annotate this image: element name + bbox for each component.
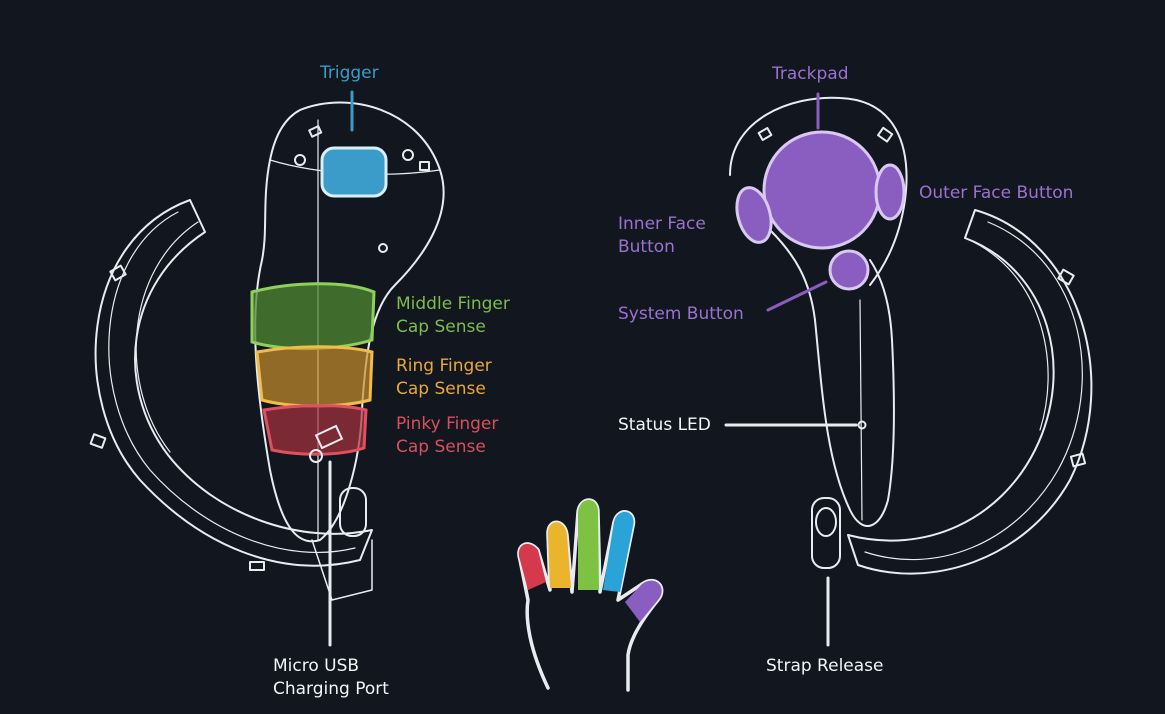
trackpad-label: Trackpad	[772, 64, 849, 84]
leader-lines	[328, 90, 858, 647]
right-handle	[769, 229, 895, 527]
right-head	[729, 96, 908, 286]
pinky-finger-label: Pinky Finger Cap Sense	[396, 414, 499, 457]
trackpad-region	[762, 130, 882, 250]
right-controller	[729, 96, 1093, 575]
status-led-icon	[857, 420, 867, 430]
strap-release-label: Strap Release	[766, 656, 884, 676]
outer-face-button-label: Outer Face Button	[919, 183, 1074, 203]
system-button-label: System Button	[618, 304, 744, 324]
colored-regions	[250, 130, 906, 622]
pinky-finger-region	[262, 404, 368, 456]
middle-finger-label: Middle Finger Cap Sense	[396, 294, 510, 337]
system-button-region	[828, 249, 870, 291]
ring-finger-region	[255, 345, 374, 408]
middle-finger-region	[250, 282, 376, 351]
trigger-label: Trigger	[320, 63, 379, 83]
inner-face-button-label: Inner Face Button	[618, 214, 706, 257]
micro-usb-label: Micro USB Charging Port	[273, 656, 389, 699]
left-strap	[94, 199, 373, 567]
status-led-label: Status LED	[618, 415, 711, 435]
ring-finger-label: Ring Finger Cap Sense	[396, 356, 492, 399]
right-strap	[847, 209, 1093, 575]
trigger-region	[320, 146, 388, 198]
inner-face-button-region	[735, 186, 773, 244]
usb-port-icon	[309, 449, 323, 463]
outer-face-button-region	[874, 163, 906, 221]
